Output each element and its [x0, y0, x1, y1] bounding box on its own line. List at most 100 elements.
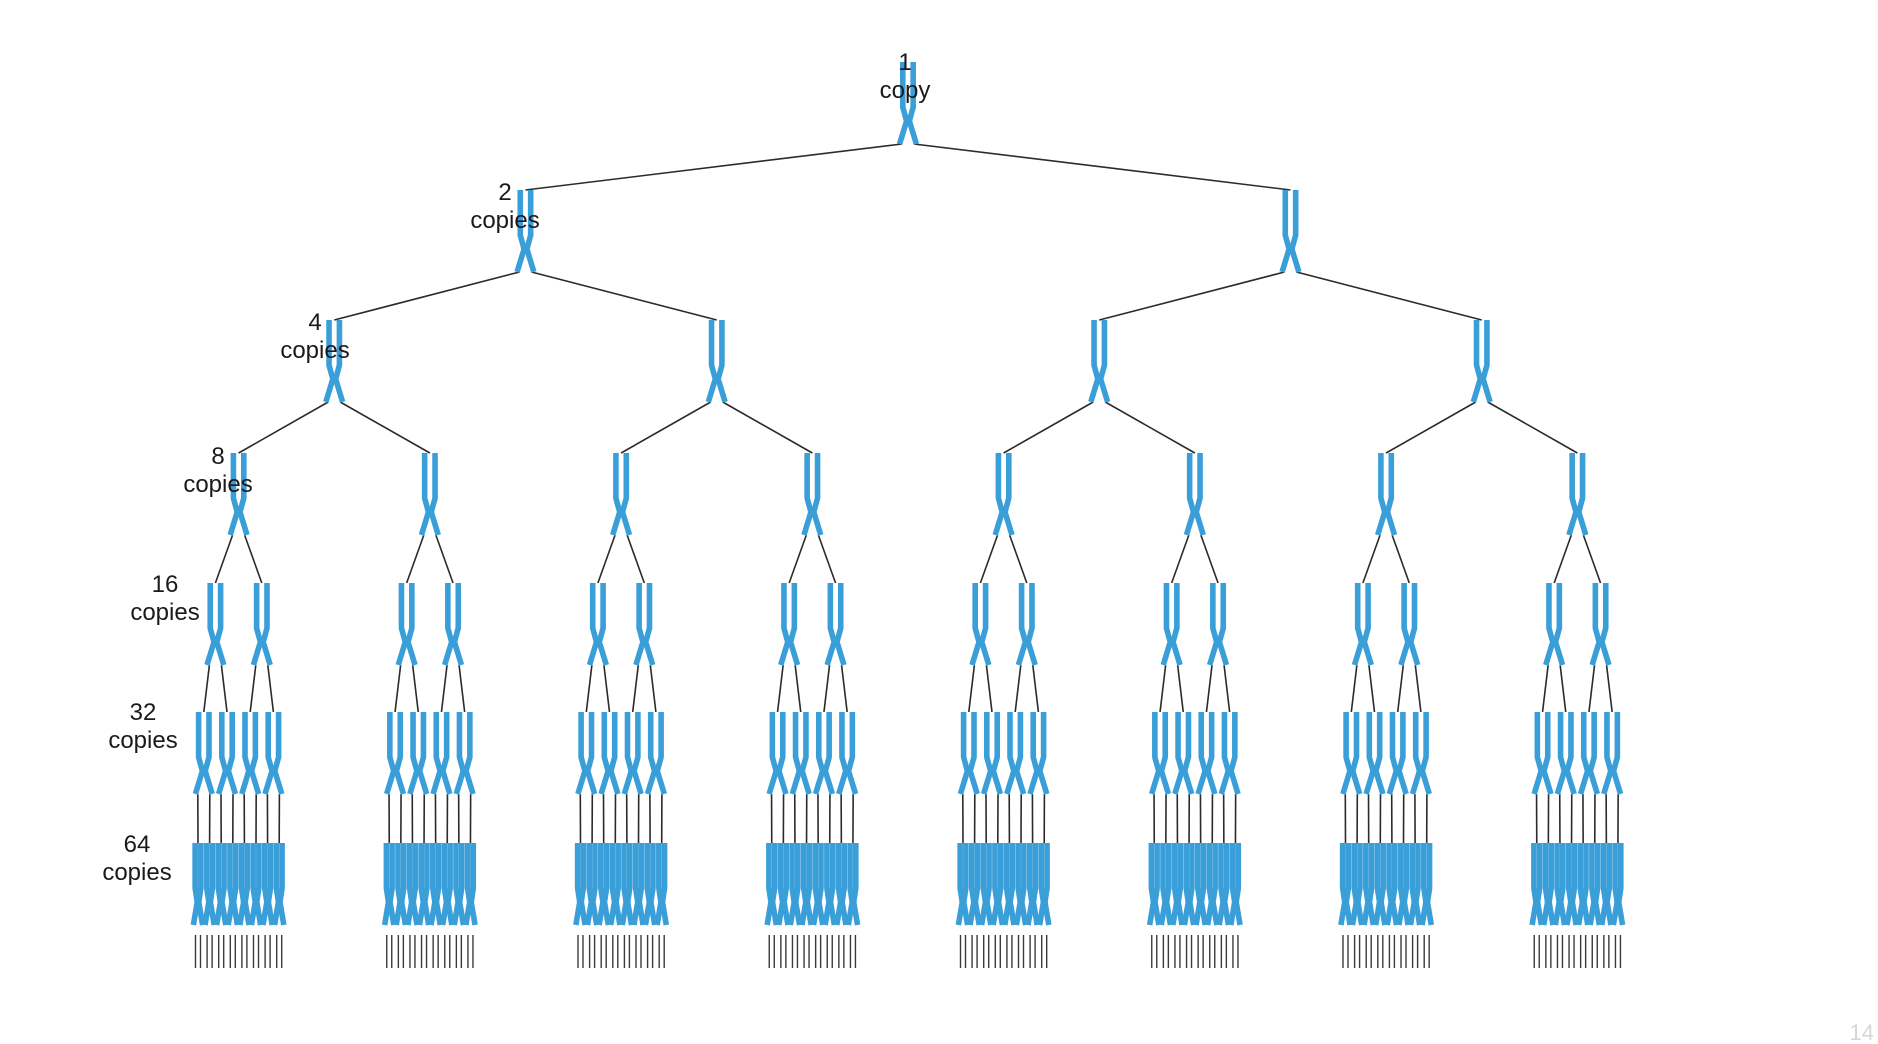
dna-strand [631, 712, 644, 795]
dna-molecule [836, 712, 859, 795]
dna-strand [1610, 843, 1620, 926]
dna-molecule [239, 712, 262, 795]
dna-molecule [610, 453, 633, 536]
dna-molecule [1386, 712, 1409, 795]
dna-strand [980, 712, 994, 795]
dna-strand [575, 712, 588, 795]
dna-strand [642, 583, 656, 666]
dna-strand [607, 843, 618, 926]
dna-strand [590, 843, 600, 926]
dna-molecule [204, 583, 227, 666]
dna-molecule [1204, 843, 1220, 926]
dna-molecule [775, 843, 791, 926]
dna-molecule [1183, 453, 1206, 536]
dna-strand [1170, 843, 1180, 926]
branch-line [1296, 271, 1482, 321]
dna-strand [1419, 843, 1429, 926]
dna-strand [836, 712, 849, 795]
dna-strand [1160, 583, 1174, 666]
dna-strand [705, 320, 719, 403]
branch-line [788, 534, 808, 584]
dna-strand [573, 843, 583, 926]
dna-molecule [1361, 843, 1377, 926]
dna-strand [769, 843, 780, 926]
dna-strand [1210, 843, 1220, 926]
dna-strand [1007, 843, 1017, 926]
dna-strand [778, 583, 791, 666]
dna-molecule [1566, 453, 1589, 536]
dna-strand [428, 453, 441, 536]
dna-molecule [1160, 583, 1183, 666]
dna-strand [387, 843, 397, 926]
dna-strand [845, 843, 855, 926]
dna-strand [262, 712, 275, 795]
dna-strand [613, 843, 623, 926]
dna-strand [1027, 712, 1040, 795]
dna-strand [227, 453, 240, 536]
dna-strand [822, 712, 836, 795]
dna-molecule [453, 712, 476, 795]
dna-molecule [262, 712, 285, 795]
dna-strand [810, 453, 824, 536]
dna-molecule [978, 843, 994, 926]
dna-strand [1419, 712, 1432, 795]
dna-strand [1540, 843, 1551, 926]
dna-strand [631, 843, 641, 926]
dna-strand [1529, 843, 1539, 926]
level-unit-label: copies [470, 207, 539, 234]
dna-strand [1187, 843, 1197, 926]
level-unit-label: copies [280, 337, 349, 364]
dna-strand [253, 843, 264, 926]
dna-strand [654, 843, 664, 926]
dna-molecule [215, 712, 239, 795]
dna-strand [202, 843, 212, 926]
level-count-label: 2 [498, 179, 511, 206]
dna-strand [395, 583, 409, 666]
branch-line [1368, 664, 1376, 713]
branch-line [531, 271, 717, 321]
dna-strand [1398, 583, 1411, 666]
dna-strand [248, 712, 262, 795]
dna-strand [1205, 712, 1218, 795]
dna-strand [1378, 843, 1388, 926]
branch-line [597, 534, 616, 584]
dna-strand [619, 843, 629, 926]
branch-line [249, 664, 257, 713]
dna-strand [1340, 712, 1353, 795]
dna-strand [1554, 712, 1568, 795]
dna-molecule [190, 843, 206, 926]
dna-molecule [1554, 712, 1577, 795]
dna-strand [845, 712, 859, 795]
dna-strand [1013, 712, 1027, 795]
dna-strand [225, 843, 235, 926]
dna-strand [1564, 843, 1574, 926]
branch-line [1099, 271, 1285, 321]
dna-strand [955, 843, 966, 926]
branch-line [840, 664, 848, 713]
dna-strand [654, 712, 667, 795]
dna-molecule [202, 843, 217, 926]
dna-molecule [250, 583, 273, 666]
dna-strand [1409, 712, 1423, 795]
dna-strand [804, 843, 814, 926]
dna-molecule [833, 843, 849, 926]
dna-strand [1396, 712, 1409, 795]
dna-molecule [766, 712, 789, 795]
branch-line [1396, 664, 1405, 713]
dna-strand [1470, 320, 1484, 403]
dna-strand [621, 712, 635, 795]
dna-strand [967, 843, 977, 926]
dna-molecule [1027, 712, 1050, 795]
branch-line [440, 664, 448, 713]
dna-strand [230, 843, 241, 926]
branch-line [238, 401, 329, 454]
dna-strand [1338, 843, 1348, 926]
branch-line [334, 271, 520, 321]
branch-line [1414, 664, 1422, 713]
dna-molecule [1552, 843, 1568, 926]
dna-strand [1036, 843, 1047, 926]
dna-molecule [407, 712, 430, 795]
dna-molecule [789, 712, 812, 795]
dna-molecule [439, 843, 455, 926]
dna-strand [1581, 843, 1591, 926]
